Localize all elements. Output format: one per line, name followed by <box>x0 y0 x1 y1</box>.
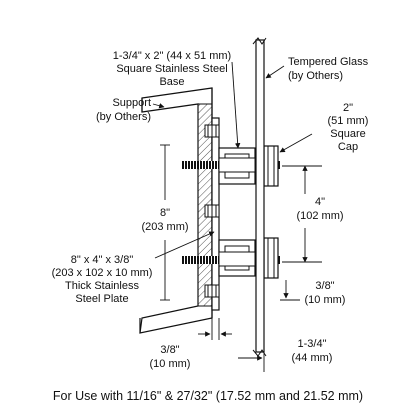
height-mm-label: (203 mm) <box>141 221 189 233</box>
base-label: Base <box>159 76 185 88</box>
plate-size-mm-label: (203 x 102 x 10 mm) <box>51 267 153 279</box>
depth-mm-label: (44 mm) <box>291 352 333 364</box>
plate-size-label: 8" x 4" x 3/8" <box>70 254 134 266</box>
cap-size-label: 2" <box>342 102 354 114</box>
cap-label: Cap <box>337 141 359 153</box>
plate-type-label: Steel Plate <box>75 293 129 305</box>
leaders <box>152 61 322 372</box>
spacing-inch-label: 4" <box>314 196 326 208</box>
glass-by-others-label: (by Others) <box>288 70 344 82</box>
plate-thickness-mm-label: (10 mm) <box>149 358 191 370</box>
depth-inch-label: 1-3/4" <box>297 338 327 350</box>
edge-mm-label: (10 mm) <box>304 294 346 306</box>
base-description-label: Square Stainless Steel <box>116 63 228 75</box>
support-label: Support <box>112 97 151 109</box>
lower-standoff <box>182 237 280 279</box>
tempered-glass <box>252 37 267 357</box>
support-by-others-label: (by Others) <box>95 111 151 123</box>
spacing-mm-label: (102 mm) <box>296 210 344 222</box>
anchor-nuts <box>204 124 220 298</box>
base-dimension-label: 1-3/4" x 2" (44 x 51 mm) <box>112 50 232 62</box>
upper-standoff <box>182 145 280 187</box>
cap-square-label: Square <box>330 128 366 140</box>
cap-size-mm-label: (51 mm) <box>327 115 369 127</box>
plate-material-label: Thick Stainless <box>65 280 139 292</box>
plate-thickness-inch-label: 3/8" <box>160 344 180 356</box>
usage-footer: For Use with 11/16" & 27/32" (17.52 mm a… <box>52 389 364 403</box>
height-inch-label: 8" <box>159 207 171 219</box>
glass-label: Tempered Glass <box>288 56 369 68</box>
edge-inch-label: 3/8" <box>315 280 335 292</box>
